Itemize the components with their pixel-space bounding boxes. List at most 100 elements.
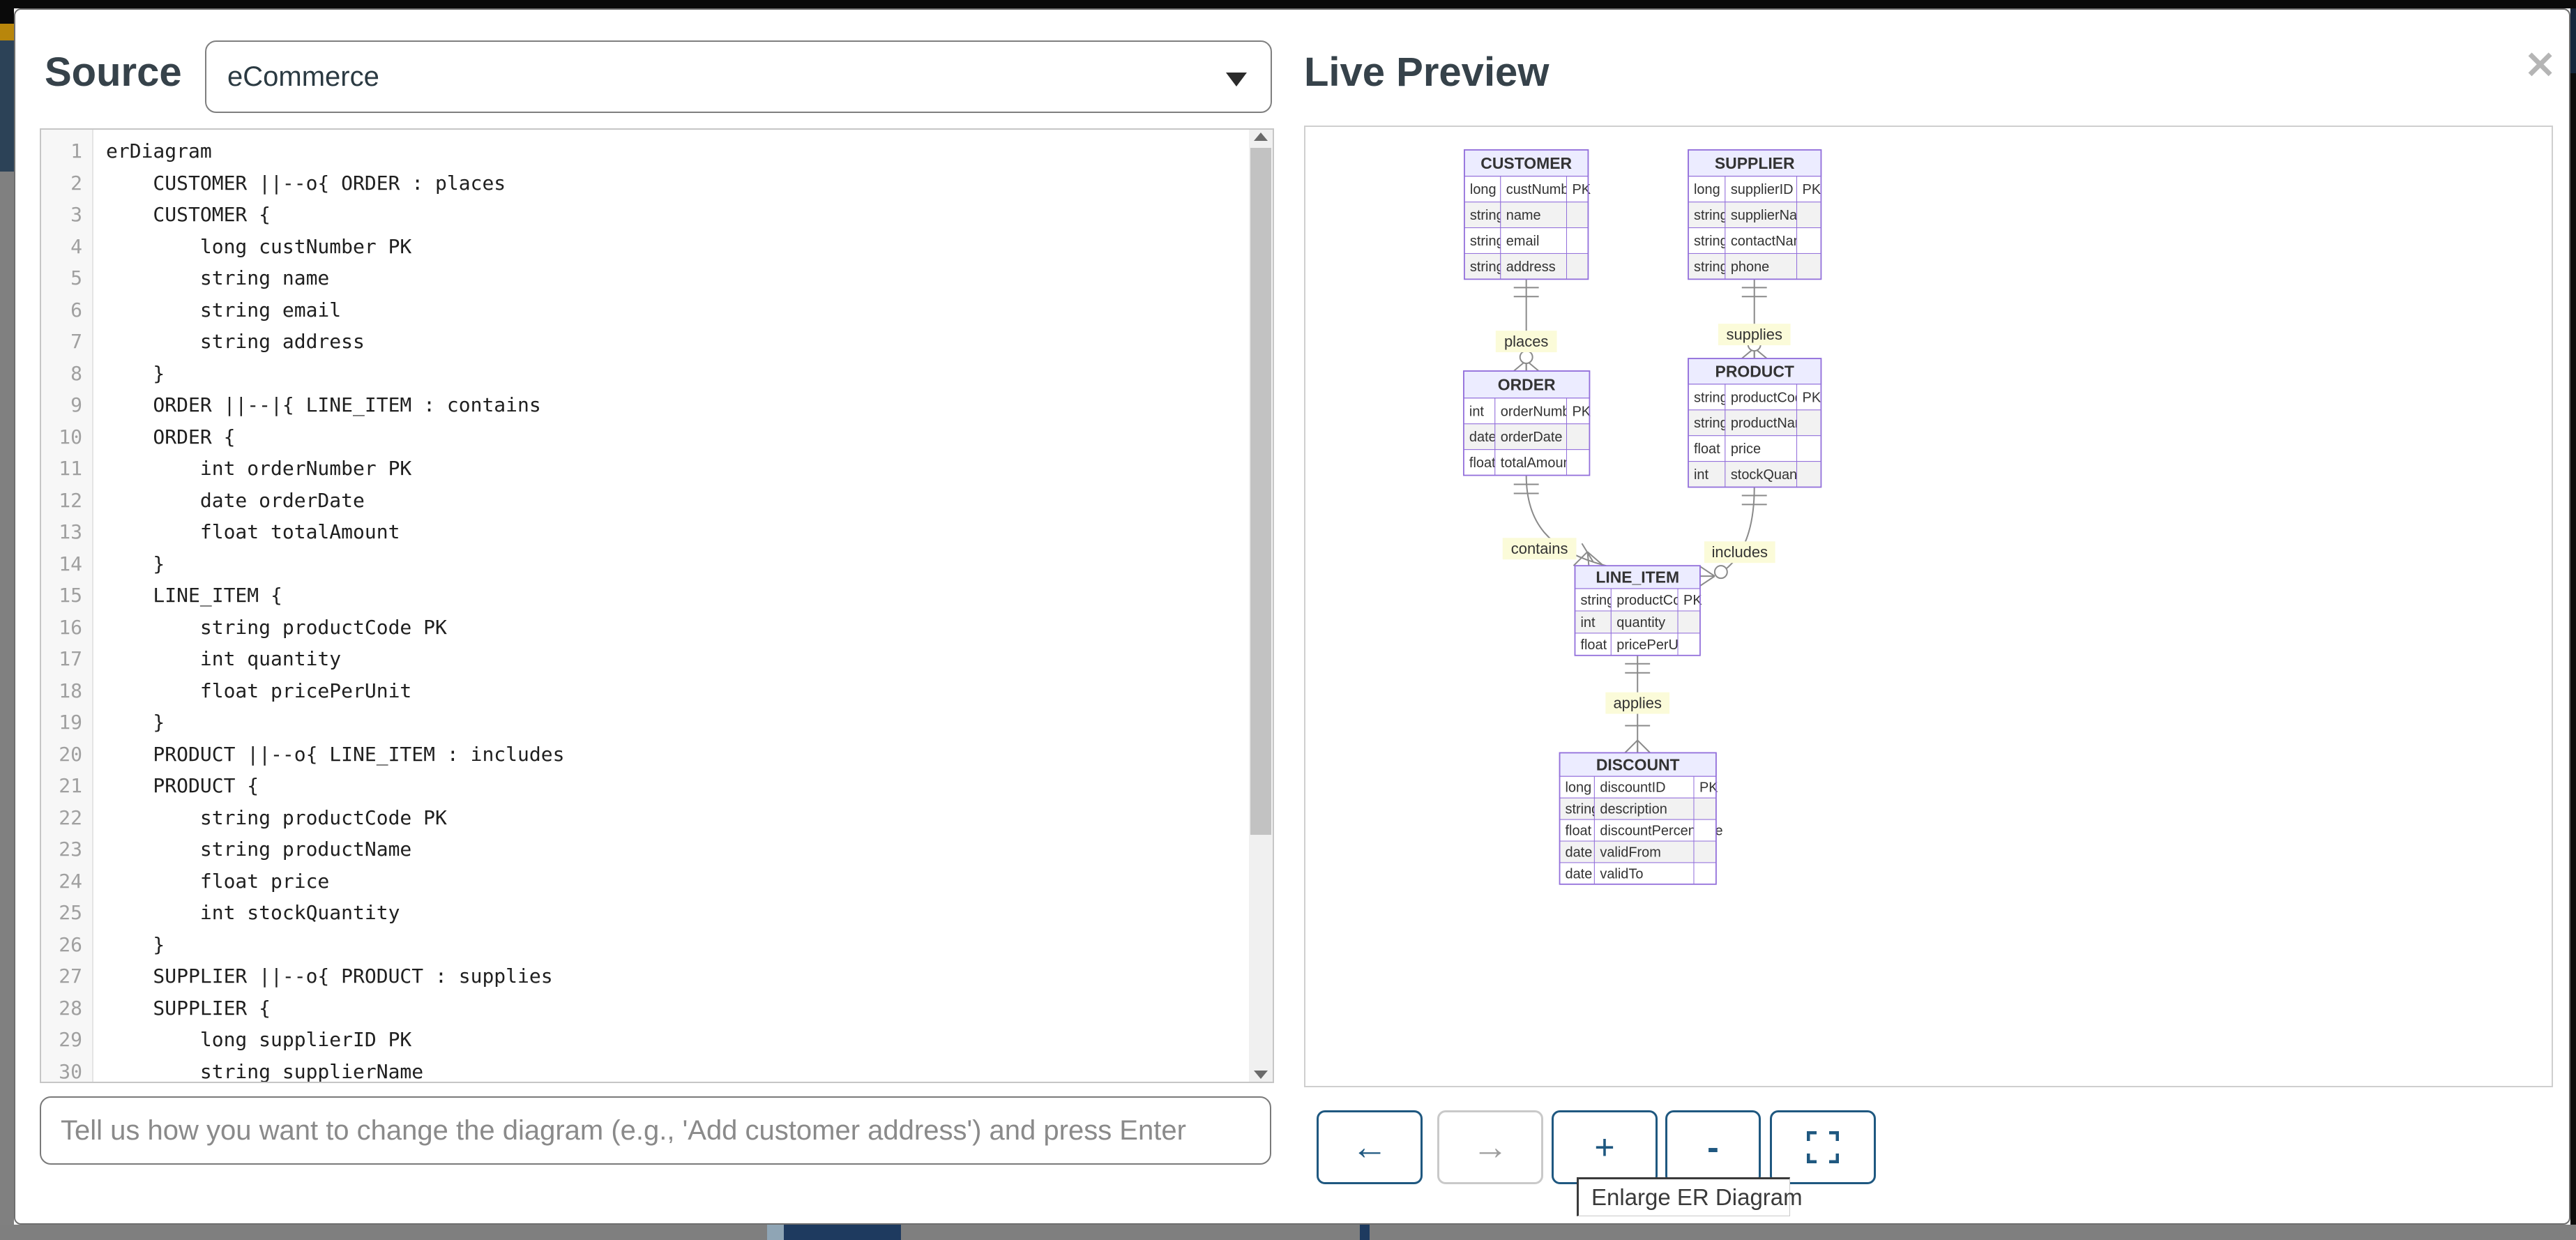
minus-icon: - bbox=[1707, 1128, 1719, 1167]
relationship-label-bg bbox=[1502, 538, 1577, 560]
entity-attribute: string bbox=[1470, 208, 1504, 223]
template-dropdown-value: eCommerce bbox=[227, 61, 379, 92]
background-bottom-bar-segment bbox=[784, 1225, 901, 1240]
relationship-label: includes bbox=[1712, 543, 1768, 561]
code-line[interactable]: 25 int stockQuantity bbox=[41, 897, 1248, 929]
entity-attribute: orderNumber bbox=[1501, 404, 1583, 419]
entity-attribute: string bbox=[1694, 234, 1728, 249]
diagram-change-input[interactable] bbox=[40, 1096, 1271, 1165]
code-line[interactable]: 17 int quantity bbox=[41, 643, 1248, 675]
code-line[interactable]: 13 float totalAmount bbox=[41, 516, 1248, 548]
forward-button[interactable]: → bbox=[1437, 1110, 1543, 1184]
entity-attribute: price bbox=[1731, 441, 1761, 457]
entity-attribute: quantity bbox=[1616, 615, 1665, 630]
code-line[interactable]: 19 } bbox=[41, 706, 1248, 739]
code-line[interactable]: 6 string email bbox=[41, 294, 1248, 326]
code-text: } bbox=[106, 711, 165, 734]
entity-attribute: supplierID bbox=[1731, 182, 1794, 197]
entity-title: DISCOUNT bbox=[1596, 755, 1680, 773]
code-text: } bbox=[106, 552, 165, 575]
background-bottom-bar bbox=[0, 1225, 2576, 1240]
entity-title: CUSTOMER bbox=[1480, 154, 1572, 172]
template-dropdown[interactable]: eCommerce bbox=[205, 40, 1272, 113]
code-line[interactable]: 18 float pricePerUnit bbox=[41, 674, 1248, 706]
code-text: ORDER ||--|{ LINE_ITEM : contains bbox=[106, 393, 541, 416]
entity-attribute: date bbox=[1566, 866, 1593, 882]
scrollbar-thumb[interactable] bbox=[1250, 148, 1271, 835]
entity-attribute: float bbox=[1580, 637, 1607, 653]
code-line[interactable]: 20 PRODUCT ||--o{ LINE_ITEM : includes bbox=[41, 738, 1248, 770]
line-number: 18 bbox=[41, 674, 93, 706]
entity-attribute: validFrom bbox=[1600, 845, 1661, 860]
arrow-right-icon: → bbox=[1472, 1127, 1508, 1167]
entity-attribute: PK bbox=[1572, 182, 1591, 197]
preview-panel-title: Live Preview bbox=[1304, 50, 1550, 95]
er-relationship: applies bbox=[1605, 655, 1670, 754]
zoom-out-button[interactable]: - bbox=[1665, 1110, 1761, 1184]
line-number: 12 bbox=[41, 484, 93, 516]
arrow-left-icon: ← bbox=[1351, 1127, 1388, 1167]
code-line[interactable]: 30 string supplierName bbox=[41, 1055, 1248, 1082]
code-line[interactable]: 12 date orderDate bbox=[41, 484, 1248, 516]
code-line[interactable]: 27 SUPPLIER ||--o{ PRODUCT : supplies bbox=[41, 960, 1248, 992]
zoom-in-button[interactable]: + bbox=[1552, 1110, 1658, 1184]
back-button[interactable]: ← bbox=[1317, 1110, 1423, 1184]
code-text: string productCode PK bbox=[106, 615, 447, 639]
code-line[interactable]: 2 CUSTOMER ||--o{ ORDER : places bbox=[41, 167, 1248, 199]
line-number: 4 bbox=[41, 230, 93, 262]
code-line[interactable]: 4 long custNumber PK bbox=[41, 230, 1248, 262]
code-line[interactable]: 29 long supplierID PK bbox=[41, 1024, 1248, 1056]
background-right-strip bbox=[2570, 8, 2576, 73]
line-number: 17 bbox=[41, 643, 93, 675]
code-text: int orderNumber PK bbox=[106, 457, 412, 480]
code-line[interactable]: 14 } bbox=[41, 547, 1248, 580]
code-line[interactable]: 23 string productName bbox=[41, 833, 1248, 865]
code-text: PRODUCT { bbox=[106, 774, 259, 797]
scrollbar-up-icon[interactable] bbox=[1254, 133, 1268, 141]
plus-icon: + bbox=[1594, 1128, 1615, 1167]
close-icon[interactable]: ✕ bbox=[2524, 45, 2556, 86]
line-number: 13 bbox=[41, 516, 93, 548]
er-relationship: places bbox=[1495, 279, 1557, 372]
code-line[interactable]: 10 ORDER { bbox=[41, 421, 1248, 453]
editor-scrollbar[interactable] bbox=[1249, 130, 1273, 1082]
code-line[interactable]: 24 float price bbox=[41, 865, 1248, 897]
code-line[interactable]: 16 string productCode PK bbox=[41, 611, 1248, 643]
entity-attribute: pricePerUnit bbox=[1616, 637, 1693, 653]
line-number: 27 bbox=[41, 960, 93, 992]
entity-attribute: string bbox=[1694, 390, 1728, 405]
line-number: 8 bbox=[41, 357, 93, 389]
code-line[interactable]: 9 ORDER ||--|{ LINE_ITEM : contains bbox=[41, 389, 1248, 421]
line-number: 29 bbox=[41, 1024, 93, 1056]
code-line[interactable]: 5 string name bbox=[41, 262, 1248, 294]
code-line[interactable]: 28 SUPPLIER { bbox=[41, 992, 1248, 1024]
background-right-strip bbox=[2570, 73, 2576, 1225]
code-line[interactable]: 7 string address bbox=[41, 326, 1248, 358]
fullscreen-button[interactable] bbox=[1770, 1110, 1876, 1184]
code-line[interactable]: 8 } bbox=[41, 357, 1248, 389]
code-line[interactable]: 21 PRODUCT { bbox=[41, 770, 1248, 802]
entity-attribute: PK bbox=[1572, 404, 1591, 419]
code-line[interactable]: 3 CUSTOMER { bbox=[41, 199, 1248, 231]
code-line[interactable]: 15 LINE_ITEM { bbox=[41, 580, 1248, 612]
code-text: float totalAmount bbox=[106, 520, 400, 543]
code-line[interactable]: 26 } bbox=[41, 928, 1248, 960]
code-line[interactable]: 22 string productCode PK bbox=[41, 801, 1248, 833]
er-relationship: contains bbox=[1502, 475, 1607, 567]
code-text: erDiagram bbox=[106, 139, 212, 162]
entity-attribute: float bbox=[1694, 441, 1720, 457]
code-text: string productName bbox=[106, 838, 412, 861]
entity-attribute: date bbox=[1566, 845, 1593, 860]
entity-attribute: long bbox=[1566, 780, 1592, 796]
scrollbar-down-icon[interactable] bbox=[1254, 1071, 1268, 1079]
entity-attribute: description bbox=[1600, 802, 1667, 817]
background-left-strip bbox=[0, 0, 14, 24]
code-line[interactable]: 11 int orderNumber PK bbox=[41, 453, 1248, 485]
